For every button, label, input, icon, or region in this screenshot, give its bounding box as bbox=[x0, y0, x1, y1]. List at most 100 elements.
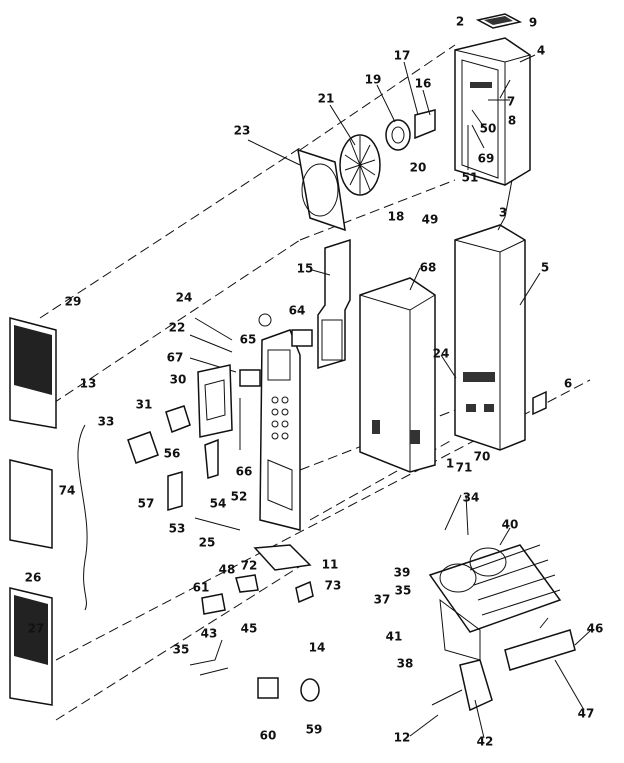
clip-73 bbox=[295, 580, 314, 604]
bracket-33 bbox=[127, 431, 159, 464]
callout-35b: 35 bbox=[395, 584, 412, 598]
front-panel-27 bbox=[9, 587, 53, 706]
top-cabinet bbox=[454, 37, 531, 186]
block-48 bbox=[235, 574, 259, 593]
motor-bracket bbox=[414, 109, 436, 140]
callout-29: 29 bbox=[65, 295, 82, 309]
callout-14: 14 bbox=[309, 641, 326, 655]
callout-4: 4 bbox=[537, 44, 545, 58]
callout-9: 9 bbox=[529, 16, 537, 30]
bracket-52 bbox=[204, 438, 219, 479]
side-plate bbox=[532, 390, 547, 416]
callout-48: 48 bbox=[219, 563, 236, 577]
rod-22 bbox=[189, 334, 233, 353]
callout-3: 3 bbox=[499, 206, 507, 220]
leader-lines bbox=[247, 54, 592, 739]
callout-43: 43 bbox=[201, 627, 218, 641]
label-plate-64 bbox=[291, 329, 313, 347]
callout-51: 51 bbox=[462, 171, 479, 185]
inner-wall bbox=[359, 277, 436, 473]
callout-70: 70 bbox=[474, 450, 491, 464]
label-plate-65 bbox=[239, 369, 261, 387]
burner-assembly bbox=[428, 544, 576, 712]
callout-60: 60 bbox=[260, 729, 277, 743]
callout-26: 26 bbox=[25, 571, 42, 585]
callout-16: 16 bbox=[415, 77, 432, 91]
control-panel bbox=[258, 313, 301, 531]
callout-40: 40 bbox=[502, 518, 519, 532]
callout-34: 34 bbox=[463, 491, 480, 505]
callout-61: 61 bbox=[193, 581, 210, 595]
knob-59 bbox=[300, 678, 320, 702]
callout-46: 46 bbox=[587, 622, 604, 636]
callout-22: 22 bbox=[169, 321, 186, 335]
callout-31: 31 bbox=[136, 398, 153, 412]
callout-33: 33 bbox=[98, 415, 115, 429]
callout-25: 25 bbox=[199, 536, 216, 550]
callout-73: 73 bbox=[325, 579, 342, 593]
callout-24: 24 bbox=[176, 291, 193, 305]
front-panel-29 bbox=[9, 317, 57, 429]
callout-7: 7 bbox=[507, 95, 515, 109]
callout-39: 39 bbox=[394, 566, 411, 580]
tray-11 bbox=[253, 544, 312, 571]
callout-8: 8 bbox=[508, 114, 516, 128]
callout-21: 21 bbox=[318, 92, 335, 106]
callout-23: 23 bbox=[234, 124, 251, 138]
callout-47: 47 bbox=[578, 707, 595, 721]
wire-74 bbox=[77, 424, 88, 611]
callout-53: 53 bbox=[169, 522, 186, 536]
callout-24b: 24 bbox=[433, 347, 450, 361]
callout-59: 59 bbox=[306, 723, 323, 737]
callout-50: 50 bbox=[480, 122, 497, 136]
callout-17: 17 bbox=[394, 49, 411, 63]
callout-72: 72 bbox=[241, 559, 258, 573]
callout-69: 69 bbox=[478, 152, 495, 166]
callout-20: 20 bbox=[410, 161, 427, 175]
callout-71: 71 bbox=[456, 461, 473, 475]
callout-5: 5 bbox=[541, 261, 549, 275]
lower-cabinet bbox=[454, 224, 526, 451]
callout-41: 41 bbox=[386, 630, 403, 644]
callout-64: 64 bbox=[289, 304, 306, 318]
front-panel-26 bbox=[9, 459, 53, 549]
blower-motor bbox=[385, 119, 411, 151]
callout-37: 37 bbox=[374, 593, 391, 607]
callout-42: 42 bbox=[477, 735, 494, 749]
callout-13: 13 bbox=[80, 377, 97, 391]
plate-57 bbox=[167, 471, 183, 511]
callout-6: 6 bbox=[564, 377, 572, 391]
callout-30: 30 bbox=[170, 373, 187, 387]
blower-housing bbox=[297, 148, 346, 232]
bracket-61 bbox=[201, 593, 226, 615]
callout-15: 15 bbox=[297, 262, 314, 276]
tube-45 bbox=[189, 639, 229, 676]
vent-slot bbox=[484, 16, 513, 25]
flue-duct bbox=[317, 238, 351, 370]
callout-1: 1 bbox=[446, 457, 454, 471]
callout-67: 67 bbox=[167, 351, 184, 365]
switch-31 bbox=[165, 405, 191, 433]
callout-35: 35 bbox=[173, 643, 190, 657]
callout-38: 38 bbox=[397, 657, 414, 671]
rod-25 bbox=[194, 517, 241, 531]
callout-11: 11 bbox=[322, 558, 339, 572]
callout-27: 27 bbox=[28, 622, 45, 636]
callout-74: 74 bbox=[59, 484, 76, 498]
callout-19: 19 bbox=[365, 73, 382, 87]
callout-18: 18 bbox=[388, 210, 405, 224]
thermostat-60 bbox=[257, 677, 279, 699]
callout-49: 49 bbox=[422, 213, 439, 227]
mounting-plate bbox=[197, 364, 233, 438]
rod-24 bbox=[194, 317, 233, 341]
callout-66: 66 bbox=[236, 465, 253, 479]
callout-labels: 2 9 4 17 16 19 21 23 7 8 50 69 20 51 3 1… bbox=[25, 15, 604, 749]
callout-56: 56 bbox=[164, 447, 181, 461]
callout-65: 65 bbox=[240, 333, 257, 347]
callout-54: 54 bbox=[210, 497, 227, 511]
callout-57: 57 bbox=[138, 497, 155, 511]
callout-45: 45 bbox=[241, 622, 258, 636]
callout-52: 52 bbox=[231, 490, 248, 504]
callout-12: 12 bbox=[394, 731, 411, 745]
